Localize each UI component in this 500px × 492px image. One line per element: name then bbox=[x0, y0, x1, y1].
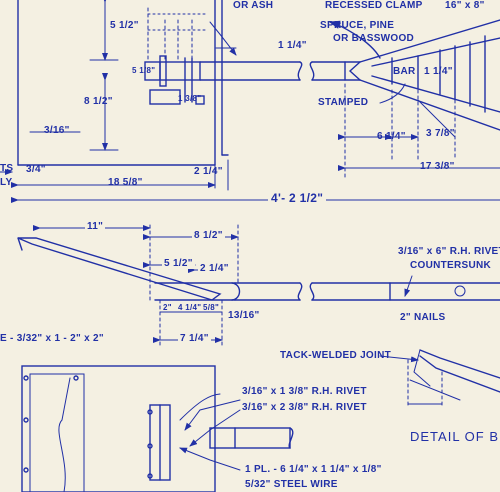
dim-1-3-8: 1 3/8" bbox=[178, 94, 202, 103]
dim-4-1-4: 4 1/4" bbox=[178, 303, 202, 312]
rivet-spec-label: 3/16" x 6" R.H. RIVET bbox=[398, 246, 500, 257]
countersunk-label: COUNTERSUNK bbox=[410, 260, 492, 271]
dim-11: 11" bbox=[85, 221, 106, 232]
stamped-label: STAMPED bbox=[318, 97, 369, 108]
dim-3-4: 3/4" bbox=[26, 164, 46, 175]
rivet-1-label: 3/16" x 1 3/8" R.H. RIVET bbox=[242, 386, 367, 397]
hinge-bar bbox=[144, 47, 361, 105]
detail-title: DETAIL OF B bbox=[410, 429, 500, 444]
dim-6-1-4: 6 1/4" bbox=[377, 131, 406, 142]
dim-5-8: 5/8" bbox=[203, 303, 220, 312]
dim-5-1-2-top: 5 1/2" bbox=[110, 20, 139, 31]
dim-7-1-4: 7 1/4" bbox=[178, 333, 211, 344]
brace-dimensions bbox=[33, 224, 239, 346]
dim-2: 2" bbox=[163, 303, 172, 312]
or-ash-label: OR ASH bbox=[233, 0, 274, 11]
panel-dimensions bbox=[29, 0, 206, 151]
dim-18-5-8: 18 5/8" bbox=[108, 177, 143, 188]
dim-13-16: 13/16" bbox=[228, 310, 260, 321]
dim-2-1-4-b: 2 1/4" bbox=[198, 263, 231, 274]
welded-joint-detail bbox=[379, 349, 500, 409]
bar-label: BAR bbox=[393, 66, 416, 77]
overall-length-dim: 4'- 2 1/2" bbox=[268, 192, 327, 205]
dim-1-1-4-a: 1 1/4" bbox=[278, 40, 307, 51]
tack-welded-label: TACK-WELDED JOINT bbox=[280, 350, 392, 361]
dim-8-1-2: 8 1/2" bbox=[192, 230, 225, 241]
recessed-clamp-label: RECESSED CLAMP bbox=[325, 0, 423, 11]
top-right-dim: 16" x 8" bbox=[445, 0, 485, 11]
dim-5-1-8: 5 1/8" bbox=[132, 66, 156, 75]
plate-label: 1 PL. - 6 1/4" x 1 1/4" x 1/8" bbox=[245, 464, 382, 475]
nails-label: 2" NAILS bbox=[400, 312, 446, 323]
lumber-spec-label: E - 3/32" x 1 - 2" x 2" bbox=[0, 333, 104, 344]
species-label-2: OR BASSWOOD bbox=[333, 33, 415, 44]
dim-1-1-4-b: 1 1/4" bbox=[424, 66, 453, 77]
dim-2-1-4: 2 1/4" bbox=[194, 166, 223, 177]
species-label: SPRUCE, PINE bbox=[320, 20, 395, 31]
ts-label: TS bbox=[0, 163, 14, 174]
overall-dimensions bbox=[0, 159, 500, 203]
steel-wire-label: 5/32" STEEL WIRE bbox=[245, 479, 338, 490]
v-frame-dimensions bbox=[338, 83, 500, 181]
dim-3-7-8: 3 7/8" bbox=[426, 128, 455, 139]
rivet-leaders bbox=[179, 21, 241, 471]
rivet-2-label: 3/16" x 2 3/8" R.H. RIVET bbox=[242, 402, 367, 413]
dim-5-1-2: 5 1/2" bbox=[162, 258, 195, 269]
ly-label: LY bbox=[0, 177, 13, 188]
lower-box bbox=[21, 365, 294, 492]
dim-8-1-2-left: 8 1/2" bbox=[84, 96, 113, 107]
brace-assembly bbox=[17, 237, 500, 301]
dim-17-3-8: 17 3/8" bbox=[420, 161, 455, 172]
v-frame bbox=[328, 19, 500, 131]
dim-3-16: 3/16" bbox=[44, 125, 70, 136]
